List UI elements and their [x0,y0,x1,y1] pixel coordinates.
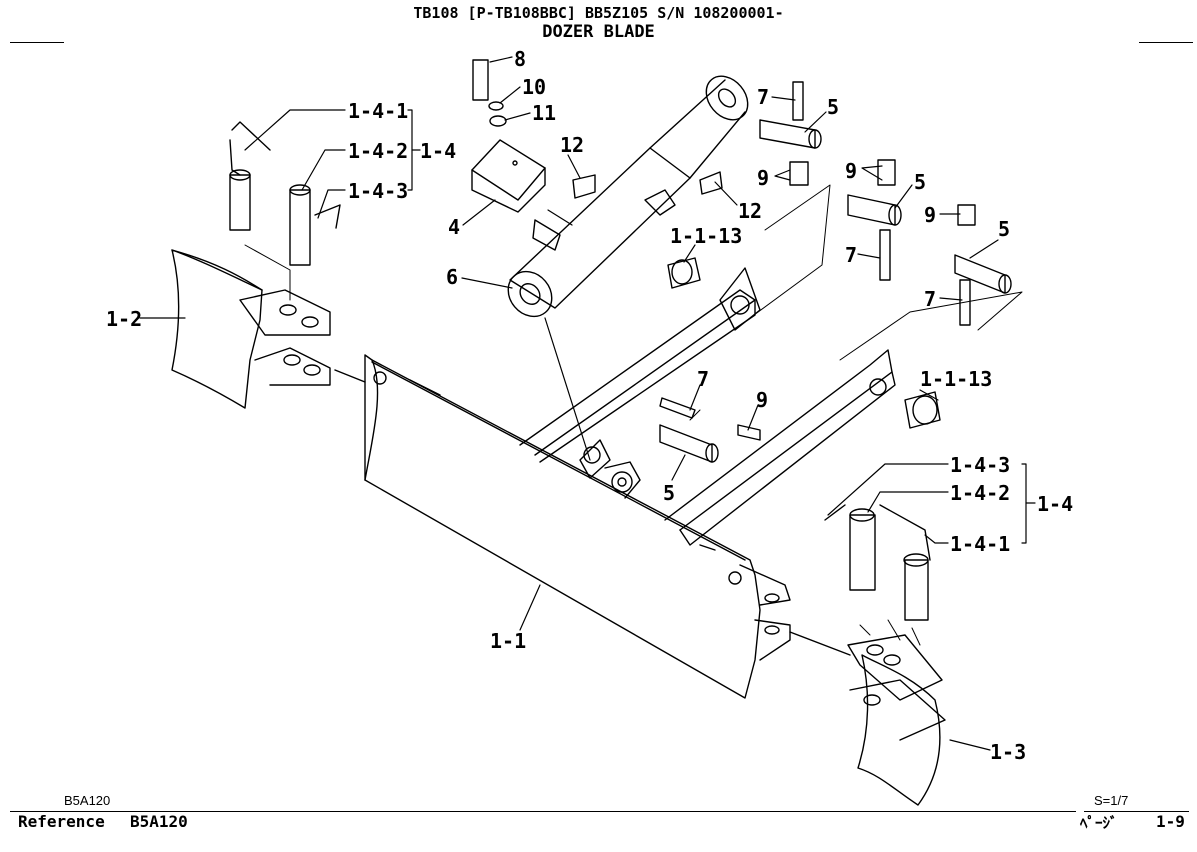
left-wing-blade [171,249,366,409]
callout-1-2: 1-2 [106,307,142,331]
reference-code: B5A120 [130,812,188,831]
right-wing-blade [789,631,946,806]
callout-1-4-bottom: 1-4 [1037,492,1073,516]
callout-9-b: 9 [845,159,857,183]
callout-1-4-1-bottom: 1-4-1 [950,532,1010,556]
diagram-title: DOZER BLADE [542,22,655,42]
callout-1-4-3-bottom: 1-4-3 [950,453,1010,477]
callout-9-c: 9 [924,203,936,227]
callout-9-a: 9 [757,166,769,190]
callout-6: 6 [446,265,458,289]
callout-12-a: 12 [560,133,584,157]
stop-pin-set-bottom [824,504,931,621]
callout-7-a: 7 [757,85,769,109]
nut-washer-group [488,101,976,441]
callout-1-4-1-top: 1-4-1 [348,99,408,123]
callout-10: 10 [522,75,546,99]
callout-labels: 1-4-1 1-4-2 1-4 1-4-3 1-2 8 10 11 12 4 6… [106,47,1073,764]
reference-code-small: B5A120 [64,793,111,808]
reference-label: Reference [18,812,105,831]
callout-7-b: 7 [845,243,857,267]
callout-12-b: 12 [738,199,762,223]
callout-5-c: 5 [998,217,1010,241]
callout-5-b: 5 [914,170,926,194]
dozer-blade [364,354,791,699]
callout-1-4-2-bottom: 1-4-2 [950,481,1010,505]
callout-1-1-13-b: 1-1-13 [920,367,992,391]
page-label: ﾍﾟｰｼﾞ [1080,814,1118,832]
leader-lines [139,56,1036,751]
callout-1-1: 1-1 [490,629,526,653]
callout-4: 4 [448,215,460,239]
bushing-group [667,257,941,429]
footer-rule-mid [136,811,1076,812]
callout-1-1-13-a: 1-1-13 [670,224,742,248]
model-serial-header: TB108 [P-TB108BBC] BB5Z105 S/N 108200001… [413,4,784,22]
callout-1-4-top: 1-4 [420,139,456,163]
footer-rule-left [10,811,136,812]
callout-5-d: 5 [663,481,675,505]
callout-8: 8 [514,47,526,71]
pin-group [659,119,1012,463]
header-rule-left [10,42,64,43]
callout-9-d: 9 [756,388,768,412]
callout-7-c: 7 [924,287,936,311]
hydraulic-cylinder [507,75,749,318]
header-rule-right [1139,42,1193,43]
callout-7-d: 7 [697,367,709,391]
stop-pin-set-top [229,121,341,266]
page-number: 1-9 [1156,812,1185,831]
callout-1-3: 1-3 [990,740,1026,764]
callout-5-a: 5 [827,95,839,119]
callout-1-4-2-top: 1-4-2 [348,139,408,163]
frame-arms [519,267,896,546]
cover-plate [471,139,546,213]
footer-rule-right [1084,811,1189,812]
callout-11: 11 [532,101,556,125]
callout-1-4-3-top: 1-4-3 [348,179,408,203]
sheet-count: S=1/7 [1094,793,1129,808]
assembly-outline [244,184,1023,646]
